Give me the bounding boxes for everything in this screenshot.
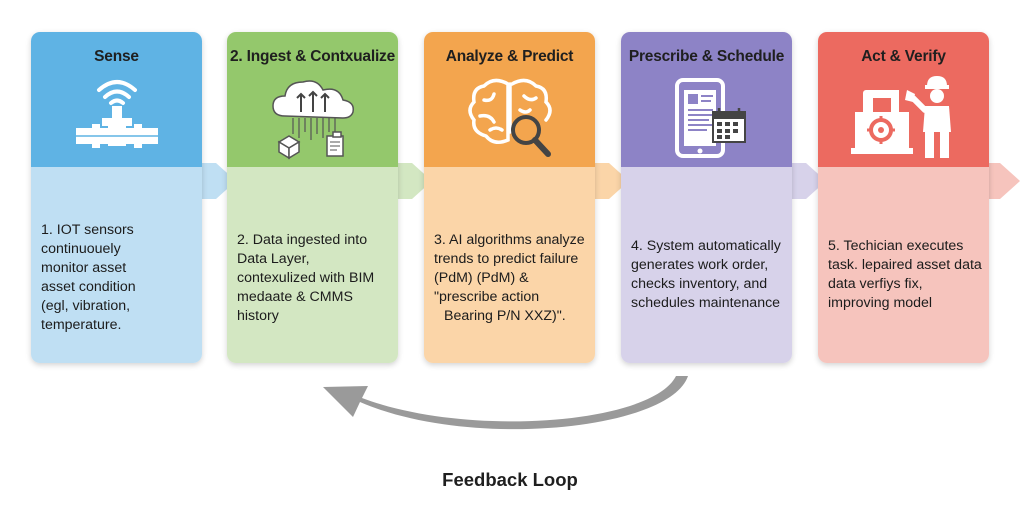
description-line: Data Layer, [237,251,310,267]
card-body: 2. Data ingested into Data Layer, contex… [227,167,398,363]
brain-magnifier-icon [424,72,595,164]
description-line: schedules maintenance [631,295,781,311]
description-line: (PdM) (PdM) & [434,270,529,286]
description-line: 5. Techician executes [828,238,964,254]
technician-machine-icon [818,72,989,164]
iot-sensor-pipe-icon [31,72,202,164]
step-description: 5. Techician executes task. lepaired ass… [828,237,983,313]
arrow-sense-to-ingest [202,163,236,199]
card-header: 2. Ingest & Contxualize [227,32,398,167]
cloud-data-ingest-icon [227,72,398,164]
description-line: (egl, vibration, [41,298,131,314]
arrow-prescribe-to-act [792,163,826,199]
description-line: 2. Data ingested into [237,232,368,248]
card-title: Prescribe & Schedule [628,48,785,65]
card-title: Sense [94,48,139,65]
card-header: Prescribe & Schedule [621,32,792,167]
step-card-analyze: Analyze & Predict 3. AI algorithms [424,32,595,363]
description-line: continuouely [41,241,121,257]
description-line: 3. AI algorithms analyze [434,232,585,248]
arrow-analyze-to-prescribe [595,163,629,199]
step-card-prescribe: Prescribe & Schedule [621,32,792,363]
card-title: 2. Ingest & Contxualize [229,48,396,65]
step-card-act: Act & Verify [818,32,989,363]
step-card-sense: Sense [31,32,202,363]
description-line: history [237,308,279,324]
step-description: 2. Data ingested into Data Layer, contex… [237,231,392,326]
description-line: Bearing P/N XXZ)". [444,308,566,324]
step-card-ingest: 2. Ingest & Contxualize [227,32,398,363]
description-line: temperature. [41,317,122,333]
feedback-loop-arrow [323,376,688,430]
card-body: 4. System automatically generates work o… [621,167,792,363]
description-line: contexulized with BIM [237,270,375,286]
description-line: monitor asset [41,260,127,276]
card-header: Act & Verify [818,32,989,167]
description-line: medaate & CMMS [237,289,353,305]
arrow-ingest-to-analyze [398,163,432,199]
description-line: 4. System automatically [631,238,781,254]
description-line: improving model [828,295,933,311]
card-title: Act & Verify [861,48,946,65]
description-line: data verfiys fix, [828,276,923,292]
description-line: "prescribe action [434,289,540,305]
card-header: Sense [31,32,202,167]
card-body: 5. Techician executes task. lepaired ass… [818,167,989,363]
step-description: 1. IOT sensors continuouely monitor asse… [41,221,196,335]
step-description: 4. System automatically generates work o… [631,237,786,313]
card-body: 3. AI algorithms analyze trends to predi… [424,167,595,363]
description-line: task. lepaired asset data [828,257,982,273]
step-description: 3. AI algorithms analyze trends to predi… [434,231,589,326]
description-line: 1. IOT sensors [41,222,134,238]
tablet-calendar-icon [621,72,792,164]
description-line: asset condition [41,279,136,295]
feedback-loop-label: Feedback Loop [442,469,578,490]
description-line: trends to predict failure [434,251,579,267]
card-title: Analyze & Predict [445,48,574,65]
description-line: generates work order, [631,257,769,273]
card-body: 1. IOT sensors continuouely monitor asse… [31,167,202,363]
description-line: checks inventory, and [631,276,768,292]
arrow-act-outgoing [989,163,1020,199]
card-header: Analyze & Predict [424,32,595,167]
